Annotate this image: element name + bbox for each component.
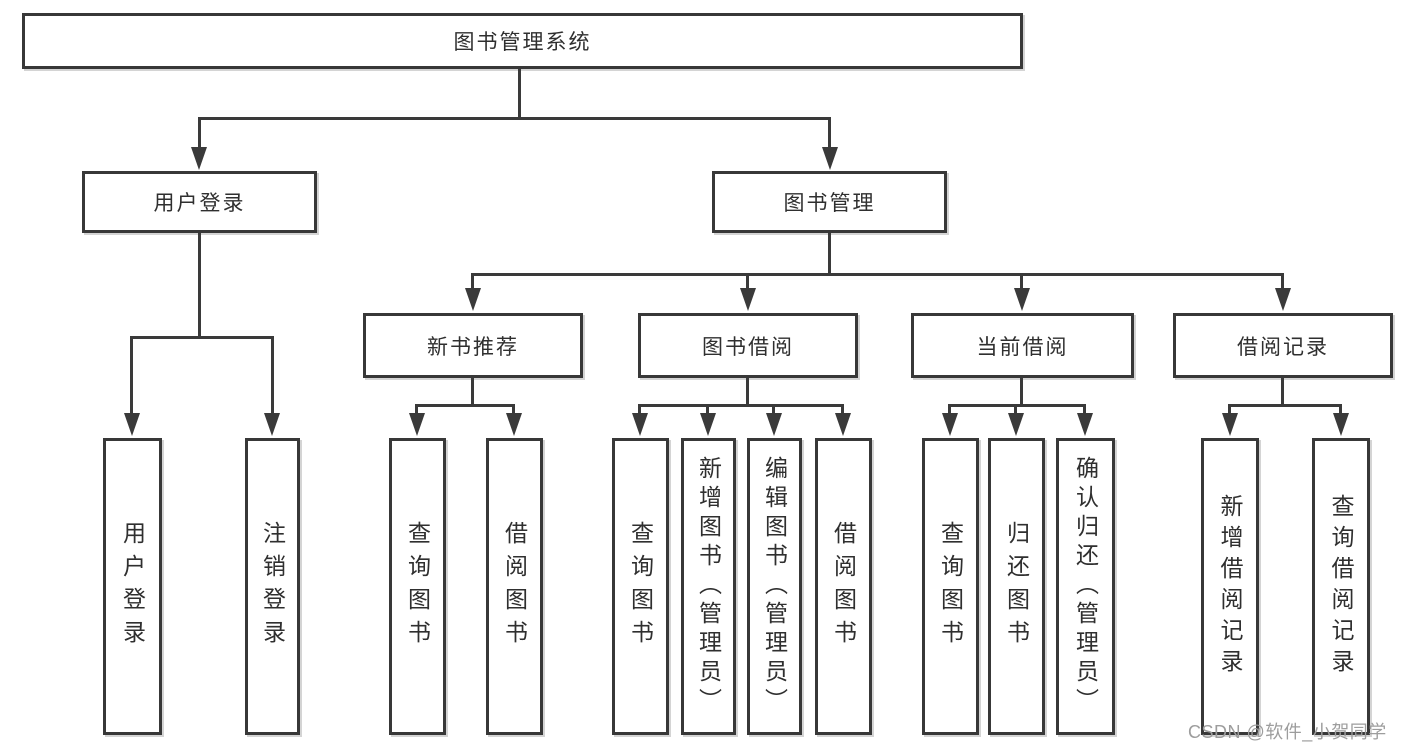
leaf-confirm-return-admin-label: 确认归还（管理员） bbox=[1072, 456, 1099, 717]
connector-line bbox=[198, 117, 831, 120]
node-user-login: 用户登录 bbox=[82, 171, 317, 233]
arrow-down-icon bbox=[632, 413, 648, 436]
connector-line bbox=[1339, 404, 1342, 416]
arrow-down-icon bbox=[124, 413, 140, 436]
leaf-user-login-label: 用户登录 bbox=[119, 520, 146, 653]
leaf-add-borrow-record: 新增借阅记录 bbox=[1201, 438, 1259, 735]
leaf-query-books-current: 查询图书 bbox=[922, 438, 979, 735]
leaf-query-borrow-record-label: 查询借阅记录 bbox=[1328, 493, 1354, 680]
arrow-down-icon bbox=[700, 413, 716, 436]
arrow-down-icon bbox=[942, 413, 958, 436]
connector-line bbox=[198, 233, 201, 339]
leaf-add-borrow-record-label: 新增借阅记录 bbox=[1217, 493, 1243, 680]
connector-line bbox=[198, 117, 201, 149]
node-new-book-recommend-label: 新书推荐 bbox=[427, 335, 519, 359]
leaf-query-borrow-record: 查询借阅记录 bbox=[1312, 438, 1370, 735]
leaf-edit-books-admin-label: 编辑图书（管理员） bbox=[761, 456, 788, 717]
connector-line bbox=[1281, 273, 1284, 292]
leaf-add-books-admin: 新增图书（管理员） bbox=[681, 438, 736, 735]
connector-line bbox=[841, 404, 844, 416]
leaf-query-books-borrow: 查询图书 bbox=[612, 438, 669, 735]
connector-line bbox=[1228, 404, 1342, 407]
arrow-down-icon bbox=[822, 147, 838, 170]
connector-line bbox=[1020, 273, 1023, 292]
connector-line bbox=[638, 404, 641, 416]
connector-line bbox=[746, 378, 749, 407]
arrow-down-icon bbox=[465, 288, 481, 311]
arrow-down-icon bbox=[409, 413, 425, 436]
leaf-borrow-books: 借阅图书 bbox=[815, 438, 872, 735]
connector-line bbox=[1228, 404, 1231, 416]
arrow-down-icon bbox=[766, 413, 782, 436]
arrow-down-icon bbox=[191, 147, 207, 170]
node-current-borrowing-label: 当前借阅 bbox=[976, 335, 1069, 359]
leaf-logout: 注销登录 bbox=[245, 438, 300, 735]
leaf-query-books-recommend: 查询图书 bbox=[389, 438, 446, 735]
node-book-management-label: 图书管理 bbox=[783, 192, 876, 215]
leaf-query-books-borrow-label: 查询图书 bbox=[627, 520, 654, 653]
leaf-logout-label: 注销登录 bbox=[259, 520, 286, 653]
connector-line bbox=[1014, 404, 1017, 416]
node-new-book-recommend: 新书推荐 bbox=[363, 313, 583, 378]
connector-line bbox=[512, 404, 515, 416]
arrow-down-icon bbox=[1275, 288, 1291, 311]
leaf-edit-books-admin: 编辑图书（管理员） bbox=[747, 438, 802, 735]
node-book-borrowing: 图书借阅 bbox=[638, 313, 858, 378]
leaf-confirm-return-admin: 确认归还（管理员） bbox=[1056, 438, 1115, 735]
leaf-query-books-recommend-label: 查询图书 bbox=[404, 520, 431, 653]
connector-line bbox=[828, 233, 831, 276]
leaf-borrow-books-label: 借阅图书 bbox=[830, 520, 857, 653]
connector-line bbox=[1281, 378, 1284, 407]
arrow-down-icon bbox=[1077, 413, 1093, 436]
arrow-down-icon bbox=[835, 413, 851, 436]
node-current-borrowing: 当前借阅 bbox=[911, 313, 1134, 378]
connector-line bbox=[828, 117, 831, 149]
connector-line bbox=[1083, 404, 1086, 416]
connector-line bbox=[130, 336, 133, 414]
arrow-down-icon bbox=[1222, 413, 1238, 436]
leaf-query-books-current-label: 查询图书 bbox=[937, 520, 964, 653]
connector-line bbox=[415, 404, 418, 416]
node-book-management: 图书管理 bbox=[712, 171, 947, 233]
connector-line bbox=[638, 404, 844, 407]
connector-line bbox=[471, 273, 1284, 276]
connector-line bbox=[271, 336, 274, 414]
arrow-down-icon bbox=[1014, 288, 1030, 311]
arrow-down-icon bbox=[740, 288, 756, 311]
arrow-down-icon bbox=[264, 413, 280, 436]
connector-line bbox=[746, 273, 749, 292]
node-borrow-records-label: 借阅记录 bbox=[1237, 335, 1329, 359]
connector-line bbox=[706, 404, 709, 416]
leaf-borrow-books-recommend: 借阅图书 bbox=[486, 438, 543, 735]
connector-line bbox=[1020, 378, 1023, 407]
leaf-return-books-label: 归还图书 bbox=[1003, 520, 1030, 653]
leaf-user-login: 用户登录 bbox=[103, 438, 162, 735]
arrow-down-icon bbox=[506, 413, 522, 436]
connector-line bbox=[948, 404, 951, 416]
node-root-label: 图书管理系统 bbox=[453, 31, 592, 54]
arrow-down-icon bbox=[1333, 413, 1349, 436]
leaf-borrow-books-recommend-label: 借阅图书 bbox=[501, 520, 528, 653]
arrow-down-icon bbox=[1008, 413, 1024, 436]
node-borrow-records: 借阅记录 bbox=[1173, 313, 1393, 378]
csdn-watermark: CSDN @软件_小贺同学 bbox=[1188, 722, 1387, 742]
node-root: 图书管理系统 bbox=[22, 13, 1023, 69]
connector-line bbox=[471, 273, 474, 292]
node-book-borrowing-label: 图书借阅 bbox=[702, 335, 794, 359]
connector-line bbox=[772, 404, 775, 416]
connector-line bbox=[415, 404, 515, 407]
connector-line bbox=[948, 404, 1086, 407]
connector-line bbox=[130, 336, 274, 339]
node-user-login-label: 用户登录 bbox=[153, 192, 246, 215]
leaf-return-books: 归还图书 bbox=[988, 438, 1045, 735]
connector-line bbox=[471, 378, 474, 407]
leaf-add-books-admin-label: 新增图书（管理员） bbox=[695, 456, 722, 717]
connector-line bbox=[518, 69, 521, 117]
